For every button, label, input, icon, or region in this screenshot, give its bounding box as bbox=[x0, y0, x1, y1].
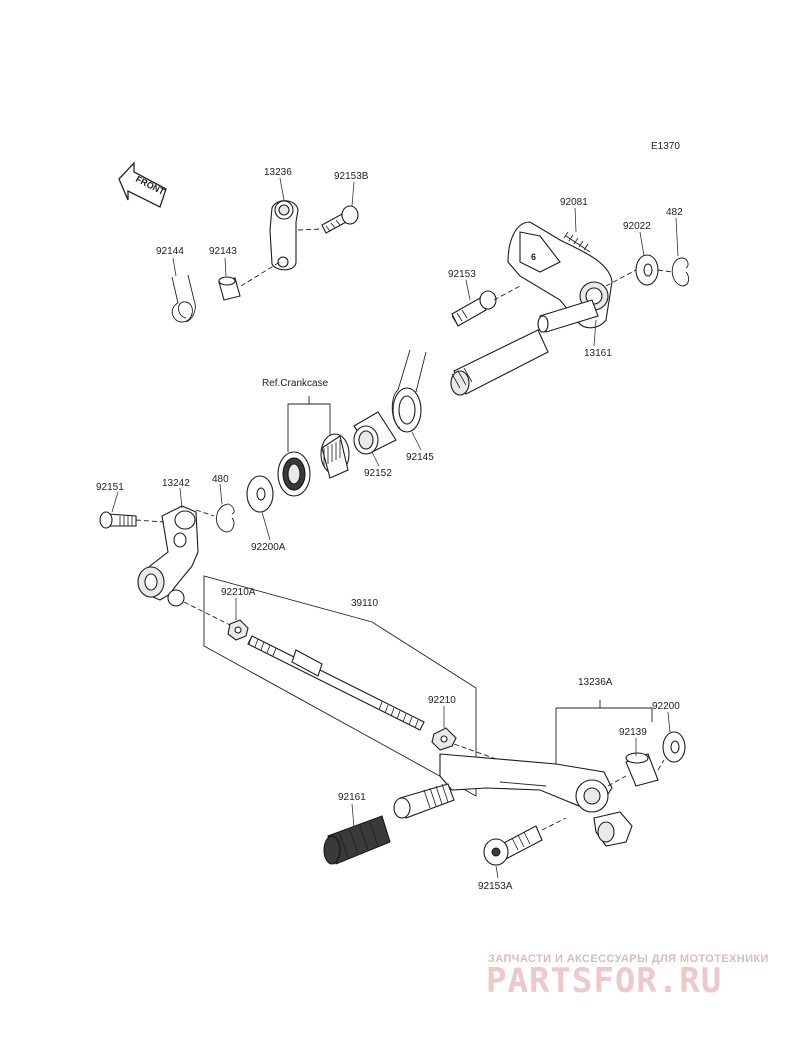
part-92200A-washer[interactable] bbox=[246, 475, 274, 513]
part-92022-washer[interactable] bbox=[635, 254, 659, 286]
part-39110-tie-rod[interactable] bbox=[247, 635, 425, 731]
label-92153A: 92153A bbox=[478, 881, 513, 892]
label-92153B: 92153B bbox=[334, 171, 369, 182]
label-92153: 92153 bbox=[448, 269, 476, 280]
part-92210-nut[interactable] bbox=[431, 727, 457, 751]
label-ref-crankcase: Ref.Crankcase bbox=[262, 378, 329, 389]
svg-text:6: 6 bbox=[531, 252, 536, 262]
part-92210A-nut[interactable] bbox=[227, 619, 249, 641]
part-92151-bolt[interactable] bbox=[99, 511, 165, 529]
diagram-id: E1370 bbox=[651, 141, 680, 152]
label-92081: 92081 bbox=[560, 197, 588, 208]
watermark-logo: PARTSFOR.RU bbox=[486, 961, 722, 1001]
label-92161: 92161 bbox=[338, 792, 366, 803]
part-13161-shift-shaft[interactable]: 6 bbox=[450, 221, 613, 396]
label-92152: 92152 bbox=[364, 468, 392, 479]
part-92152-bush[interactable] bbox=[353, 411, 397, 455]
label-482: 482 bbox=[666, 207, 683, 218]
part-ref-crankcase-bearing[interactable] bbox=[320, 433, 350, 479]
label-92144: 92144 bbox=[156, 246, 184, 257]
label-92200A: 92200A bbox=[251, 542, 286, 553]
part-13236-stopper-arm[interactable] bbox=[269, 200, 299, 271]
part-92081-spring[interactable] bbox=[563, 231, 591, 253]
part-92144-spring[interactable] bbox=[171, 274, 196, 323]
label-92143: 92143 bbox=[209, 246, 237, 257]
label-13161: 13161 bbox=[584, 348, 612, 359]
label-92200: 92200 bbox=[652, 701, 680, 712]
label-92210: 92210 bbox=[428, 695, 456, 706]
label-92022: 92022 bbox=[623, 221, 651, 232]
label-13236: 13236 bbox=[264, 167, 292, 178]
group-39110-frame bbox=[203, 575, 477, 797]
part-480-circlip[interactable] bbox=[216, 503, 235, 533]
part-92143-collar[interactable] bbox=[218, 276, 241, 301]
part-92153B-bolt[interactable] bbox=[321, 205, 359, 234]
front-arrow-icon: FRONT bbox=[118, 161, 167, 208]
label-92139: 92139 bbox=[619, 727, 647, 738]
part-92145-return-spring[interactable] bbox=[391, 349, 427, 433]
label-92145: 92145 bbox=[406, 452, 434, 463]
label-39110: 39110 bbox=[351, 598, 379, 609]
part-92153A-bolt[interactable] bbox=[483, 817, 567, 866]
part-13242-shift-lever[interactable] bbox=[137, 505, 199, 607]
part-92139-collar[interactable] bbox=[625, 752, 659, 787]
label-92210A: 92210A bbox=[221, 587, 256, 598]
part-482-circlip[interactable] bbox=[671, 257, 690, 287]
label-13242: 13242 bbox=[162, 478, 190, 489]
label-92151: 92151 bbox=[96, 482, 124, 493]
label-480: 480 bbox=[212, 474, 229, 485]
part-92161-footpeg[interactable] bbox=[323, 783, 455, 865]
watermark-tagline: ЗАПЧАСТИ И АКСЕССУАРЫ ДЛЯ МОТОТЕХНИКИ bbox=[488, 953, 769, 965]
label-13236A: 13236A bbox=[578, 677, 613, 688]
part-92153-bolt[interactable] bbox=[451, 285, 521, 327]
part-92200-washer[interactable] bbox=[662, 731, 686, 763]
part-oil-seal[interactable] bbox=[277, 451, 311, 497]
